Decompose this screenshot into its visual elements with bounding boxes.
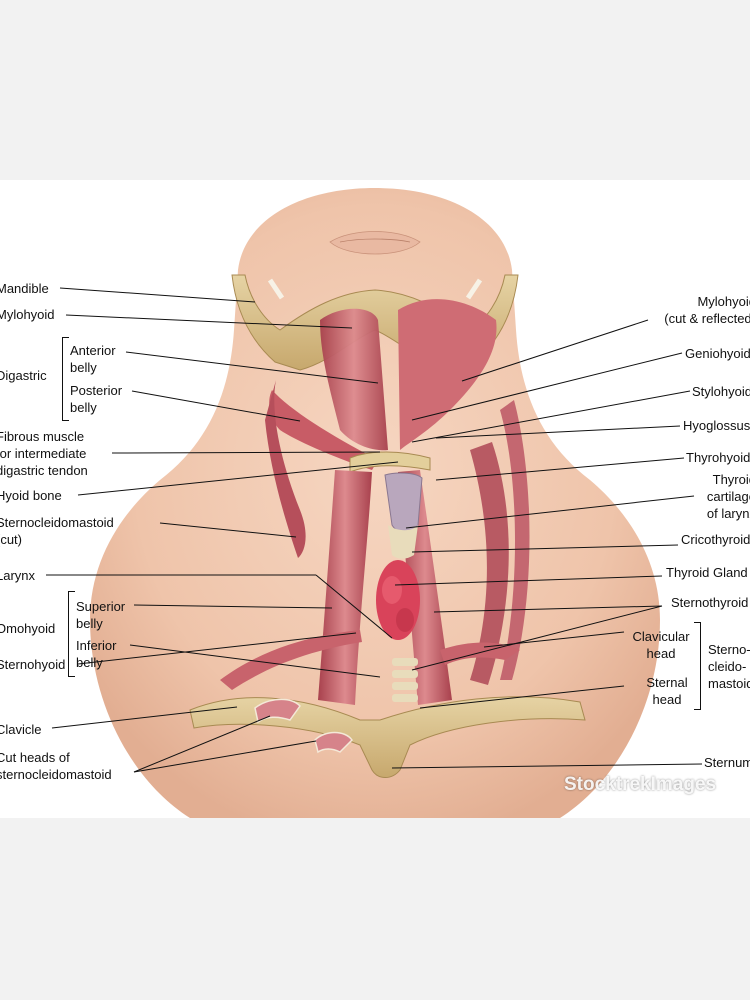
label-cut-heads-sternocleidomastoid: Cut heads of sternocleidomastoid bbox=[0, 750, 112, 782]
label-digastric-anterior-belly: Anterior belly bbox=[70, 343, 116, 375]
label-sternohyoid: Sternohyoid bbox=[0, 657, 66, 672]
label-clavicular-head: Clavicular head bbox=[632, 629, 690, 661]
label-sternal-head: Sternal head bbox=[646, 675, 688, 707]
larynx-structures bbox=[384, 472, 423, 702]
label-sternothyroid: Sternothyroid bbox=[671, 595, 749, 610]
label-stylohyoid: Stylohyoid bbox=[692, 384, 750, 399]
label-cricothyroid: Cricothyroid bbox=[681, 532, 750, 547]
label-omohyoid-superior-belly: Superior belly bbox=[76, 599, 126, 631]
skin-silhouette bbox=[90, 188, 660, 818]
label-sternum: Sternum bbox=[704, 755, 750, 770]
label-mandible: Mandible bbox=[0, 281, 49, 296]
label-fibrous-muscle: Fibrous muscle for intermediate digastri… bbox=[0, 429, 88, 478]
label-thyrohyoid: Thyrohyoid bbox=[686, 450, 750, 465]
label-larynx: Larynx bbox=[0, 568, 36, 583]
sternocleidomastoid-bracket bbox=[694, 622, 701, 710]
label-omohyoid: Omohyoid bbox=[0, 621, 56, 636]
label-hyoglossus: Hyoglossus bbox=[683, 418, 750, 433]
omohyoid-bracket bbox=[68, 591, 75, 677]
thyroid-gland bbox=[376, 560, 420, 640]
floor-muscles bbox=[265, 299, 497, 558]
illustration-panel: Mandible Mylohyoid Digastric Anterior be… bbox=[0, 180, 750, 818]
neck-anatomy-illustration bbox=[46, 188, 703, 818]
clavicle-sternum bbox=[189, 696, 586, 778]
label-omohyoid-inferior-belly: Inferior belly bbox=[76, 638, 117, 670]
leader-lines bbox=[46, 287, 703, 773]
label-geniohyoid: Geniohyoid bbox=[685, 346, 750, 361]
label-mylohyoid-cut-reflected: Mylohyoid (cut & reflected) bbox=[664, 294, 750, 326]
label-thyroid-gland: Thyroid Gland bbox=[666, 565, 748, 580]
label-clavicle: Clavicle bbox=[0, 722, 42, 737]
label-digastric: Digastric bbox=[0, 368, 47, 383]
label-thyroid-cartilage: Thyroid cartilage of larynx bbox=[706, 472, 750, 521]
label-mylohyoid: Mylohyoid bbox=[0, 307, 55, 322]
label-sternocleidomastoid: Sterno- cleido- mastoid bbox=[708, 642, 750, 691]
label-digastric-posterior-belly: Posterior belly bbox=[70, 383, 123, 415]
hyoid-bone bbox=[349, 451, 431, 473]
watermark: StocktrekImages bbox=[564, 774, 717, 795]
digastric-bracket bbox=[62, 337, 69, 421]
label-hyoid-bone: Hyoid bone bbox=[0, 488, 62, 503]
label-sternocleidomastoid-cut: Sternocleidomastoid (cut) bbox=[0, 515, 114, 547]
